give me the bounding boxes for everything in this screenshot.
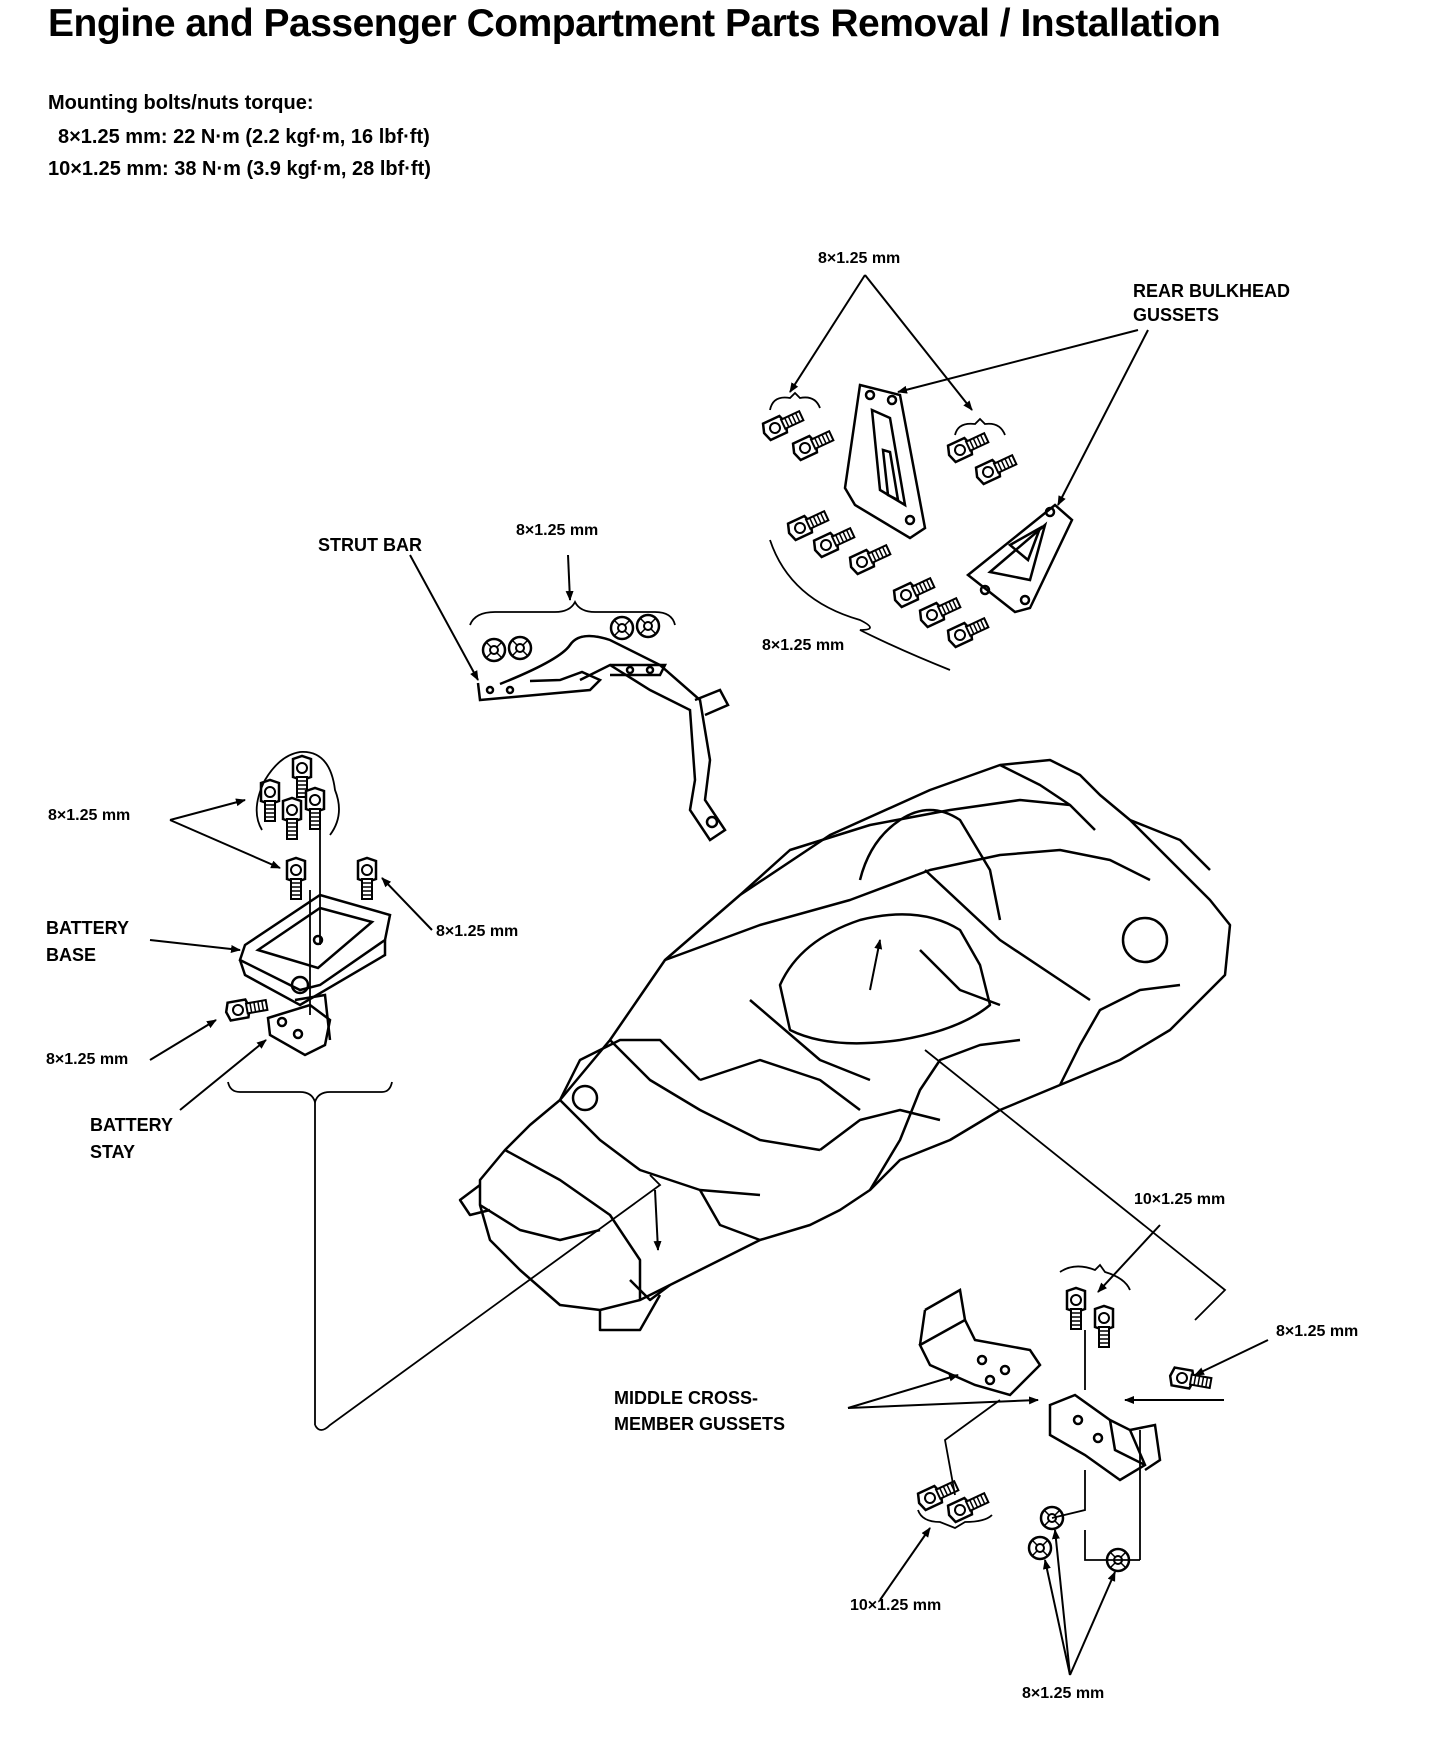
strut-bracket	[470, 602, 675, 625]
strut-bar-nuts	[481, 613, 661, 663]
label-battery-base-line2: BASE	[46, 945, 97, 965]
middle-cross-member-gussets	[920, 1290, 1160, 1480]
label-battery-side-bolt-size: 8×1.25 mm	[436, 923, 519, 940]
label-rear-bulkhead-line1: REAR BULKHEAD	[1133, 281, 1290, 301]
strut-bar	[478, 636, 728, 840]
battery-leaders	[150, 798, 432, 1110]
label-battery-stay-line2: STAY	[90, 1142, 136, 1162]
torque-heading: Mounting bolts/nuts torque:	[48, 92, 314, 114]
torque-spec-8mm: 8×1.25 mm: 22 N·m (2.2 kgf·m, 16 lbf·ft)	[58, 126, 430, 148]
car-to-gusset-line	[925, 1050, 1225, 1320]
label-rear-bolt-size-top: 8×1.25 mm	[818, 250, 901, 267]
car-body-shell	[460, 760, 1230, 1330]
rear-bulkhead-gussets	[845, 385, 1072, 612]
page-title: Engine and Passenger Compartment Parts R…	[48, 2, 1221, 45]
battery-brackets	[228, 752, 660, 1430]
battery-base	[240, 895, 390, 1005]
label-rear-bolt-size-bottom: 8×1.25 mm	[762, 637, 845, 654]
label-middle-bolt-size-8mm-right: 8×1.25 mm	[1276, 1323, 1359, 1340]
label-strut-bar-bolt-size: 8×1.25 mm	[516, 522, 599, 539]
battery-bolts	[223, 754, 378, 1023]
middle-brackets	[918, 1265, 1140, 1560]
label-middle-bolt-size-10mm-bottom: 10×1.25 mm	[850, 1597, 942, 1614]
strut-leaders	[410, 555, 574, 681]
label-battery-stay-bolt-size: 8×1.25 mm	[46, 1051, 129, 1068]
label-battery-stay-line1: BATTERY	[90, 1115, 173, 1135]
label-battery-base-line1: BATTERY	[46, 918, 129, 938]
label-battery-top-bolt-size: 8×1.25 mm	[48, 807, 131, 824]
rear-leaders	[790, 275, 1148, 506]
middle-leaders	[848, 1225, 1268, 1675]
label-middle-cross-line1: MIDDLE CROSS-	[614, 1388, 758, 1408]
label-middle-bolt-size-10mm-top: 10×1.25 mm	[1134, 1191, 1226, 1208]
torque-spec-10mm: 10×1.25 mm: 38 N·m (3.9 kgf·m, 28 lbf·ft…	[48, 158, 431, 180]
label-rear-bulkhead-line2: GUSSETS	[1133, 305, 1220, 325]
label-middle-bolt-size-8mm-bottom: 8×1.25 mm	[1022, 1685, 1105, 1702]
label-middle-cross-line2: MEMBER GUSSETS	[614, 1414, 786, 1434]
label-strut-bar: STRUT BAR	[318, 535, 422, 555]
rear-brackets	[770, 393, 1005, 670]
rear-gusset-bolts	[759, 406, 1020, 650]
car-leaders	[653, 939, 883, 1251]
